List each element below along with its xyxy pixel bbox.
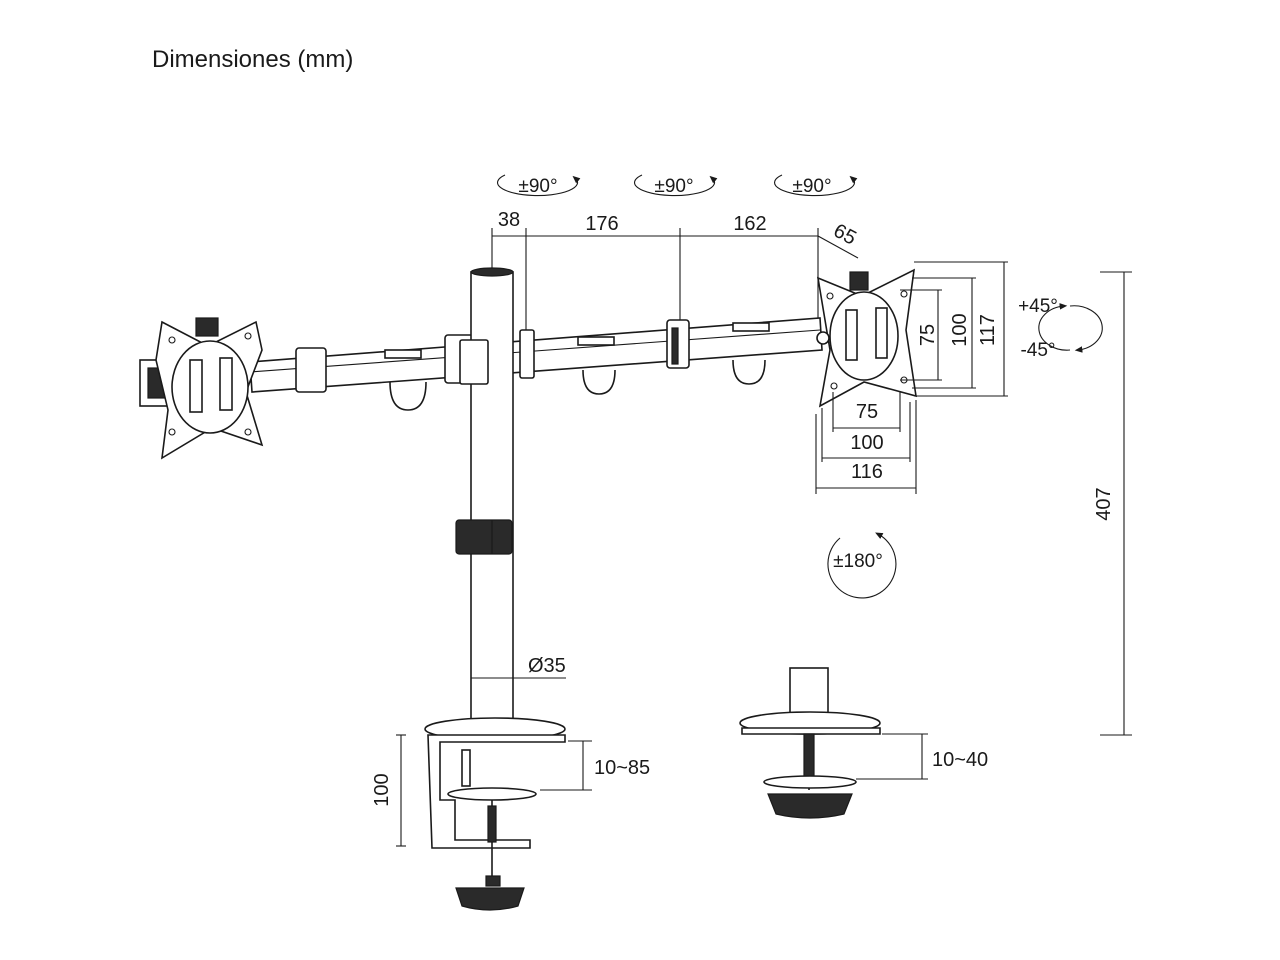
rotation-label: ±90° [654, 176, 693, 197]
dual-arm [249, 317, 823, 411]
dim-clamp-height: 100 [371, 773, 393, 806]
dim-arm-seg1: 176 [585, 213, 618, 235]
dim-vesa-h-large: 100 [850, 432, 883, 454]
tilt-indicator: +45° -45° [1018, 296, 1103, 361]
dim-total-height: 407 [1093, 487, 1115, 520]
rotation-indicator-mid: ±90° [634, 174, 718, 197]
dim-vesa-v-large: 100 [949, 313, 971, 346]
rotation-indicator-left: ±90° [497, 174, 581, 197]
dim-plate-height: 117 [977, 314, 999, 346]
arm-length-dimensions: 38 176 162 65 [491, 209, 860, 330]
vesa-plate-left [139, 317, 264, 460]
total-height-dimension: 407 [1093, 271, 1132, 736]
tilt-up-label: +45° [1018, 296, 1058, 317]
pole: Ø35 [455, 267, 566, 725]
dim-arm-seg2: 162 [733, 213, 766, 235]
dim-grommet-range: 10~40 [932, 749, 988, 771]
rotation-label: ±90° [792, 176, 831, 197]
vesa-plate-right [816, 268, 917, 408]
rotation-label: ±90° [518, 176, 557, 197]
desk-clamp: 100 10~85 [371, 717, 650, 911]
swivel-label: ±180° [833, 551, 883, 572]
dim-clamp-range: 10~85 [594, 757, 650, 779]
swivel-indicator: ±180° [827, 532, 897, 599]
grommet-mount: 10~40 [739, 667, 988, 819]
dim-vesa-h-small: 75 [856, 401, 878, 423]
rotation-indicator-right: ±90° [774, 174, 858, 197]
tilt-down-label: -45° [1020, 340, 1055, 361]
vesa-dimensions: 75 100 117 75 100 116 [815, 261, 1008, 494]
dim-pole-diameter: Ø35 [528, 655, 566, 677]
page-title: Dimensiones (mm) [152, 46, 354, 73]
dim-arm-offset: 38 [498, 209, 520, 231]
dim-plate-width: 116 [851, 461, 883, 483]
dim-vesa-v-small: 75 [917, 324, 939, 346]
